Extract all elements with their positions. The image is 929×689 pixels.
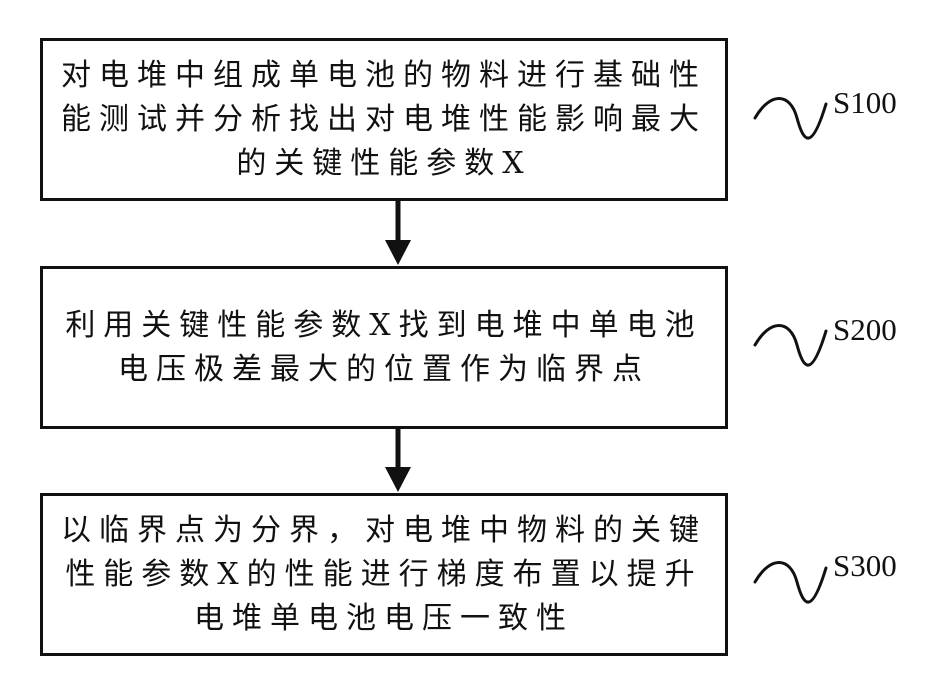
step-text-line: 对电堆中组成单电池的物料进行基础性 bbox=[61, 54, 707, 98]
leader-squiggle-s300 bbox=[755, 563, 826, 603]
arrow-s200-to-s300 bbox=[385, 429, 411, 492]
step-text-line: 电堆单电池电压一致性 bbox=[194, 597, 574, 641]
step-text-line: 能测试并分析找出对电堆性能影响最大 bbox=[61, 98, 707, 142]
step-box-s300: 以临界点为分界，对电堆中物料的关键 性能参数X的性能进行梯度布置以提升 电堆单电… bbox=[40, 493, 728, 656]
leader-squiggle-s200 bbox=[755, 326, 826, 366]
step-text-line: 以临界点为分界，对电堆中物料的关键 bbox=[61, 509, 707, 553]
step-box-s200: 利用关键性能参数X找到电堆中单电池 电压极差最大的位置作为临界点 bbox=[40, 266, 728, 429]
step-text-line: 利用关键性能参数X找到电堆中单电池 bbox=[65, 304, 702, 348]
arrow-s100-to-s200 bbox=[385, 201, 411, 265]
step-label-s300: S300 bbox=[833, 548, 897, 584]
leader-squiggle-s100 bbox=[755, 99, 826, 139]
step-label-s200: S200 bbox=[833, 312, 897, 348]
step-text-line: 的关键性能参数X bbox=[236, 142, 531, 186]
step-label-s100: S100 bbox=[833, 85, 897, 121]
step-box-s100: 对电堆中组成单电池的物料进行基础性 能测试并分析找出对电堆性能影响最大 的关键性… bbox=[40, 38, 728, 201]
step-text-line: 电压极差最大的位置作为临界点 bbox=[118, 348, 650, 392]
step-text-line: 性能参数X的性能进行梯度布置以提升 bbox=[65, 553, 702, 597]
